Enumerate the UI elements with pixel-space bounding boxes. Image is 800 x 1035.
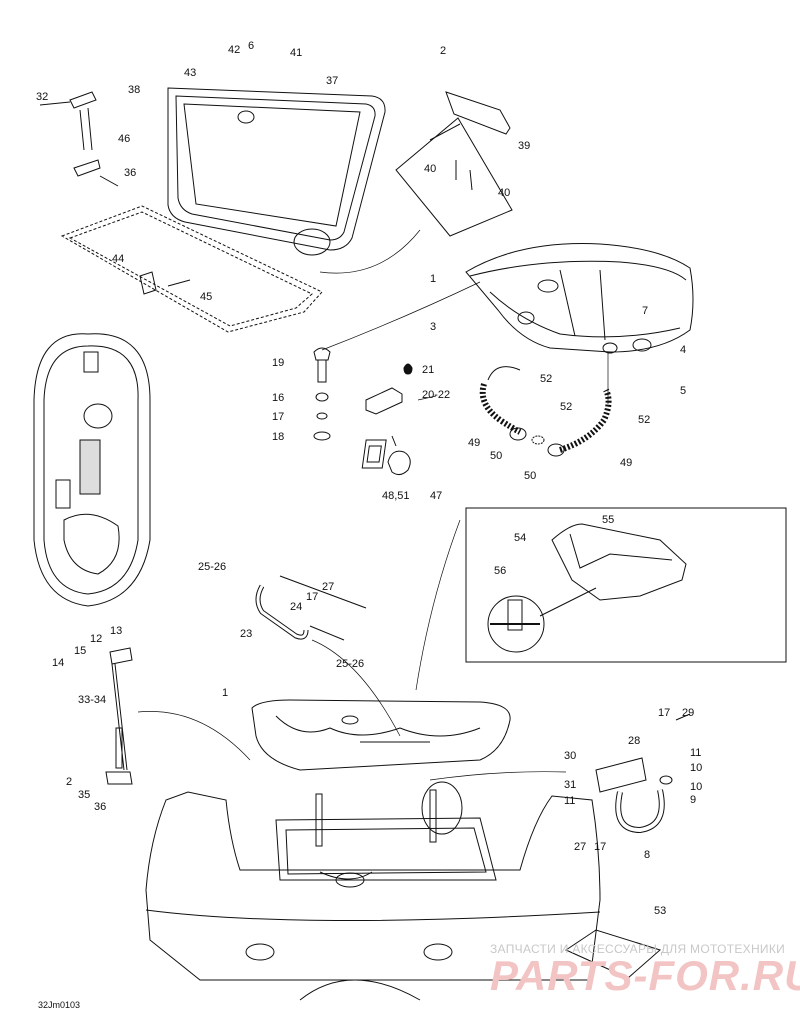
callout-44: 44 bbox=[112, 253, 124, 265]
callout-40-b: 40 bbox=[498, 187, 510, 199]
callout-9: 9 bbox=[690, 794, 696, 806]
watermark-logo: PARTS-FOR.RU bbox=[490, 952, 800, 999]
callout-3: 3 bbox=[430, 321, 436, 333]
gas-spring bbox=[105, 647, 133, 785]
callout-27-a: 27 bbox=[322, 581, 334, 593]
drawing-code: 32Jm0103 bbox=[38, 1000, 81, 1010]
callout-56: 56 bbox=[494, 565, 506, 577]
callout-10-a: 10 bbox=[690, 762, 702, 774]
callout-2: 2 bbox=[440, 45, 446, 57]
callout-17: 17 bbox=[272, 411, 284, 423]
callout-18: 18 bbox=[272, 431, 284, 443]
callout-labels: 42 6 41 43 37 38 32 46 36 2 39 40 40 44 … bbox=[36, 40, 702, 917]
callout-24: 24 bbox=[290, 601, 302, 613]
hull-top-view bbox=[33, 333, 151, 607]
foam-block bbox=[365, 387, 403, 415]
callout-48-51: 48,51 bbox=[382, 490, 410, 502]
callout-8: 8 bbox=[644, 849, 650, 861]
callout-1-bottom: 1 bbox=[222, 687, 228, 699]
callout-32: 32 bbox=[36, 91, 48, 103]
callout-47: 47 bbox=[430, 490, 442, 502]
callout-36: 36 bbox=[124, 167, 136, 179]
drain-plug-stack bbox=[313, 347, 331, 441]
storage-lid bbox=[167, 87, 386, 256]
callout-52-c: 52 bbox=[638, 414, 650, 426]
callout-43: 43 bbox=[184, 67, 196, 79]
callout-11-a: 11 bbox=[690, 747, 701, 759]
callout-35: 35 bbox=[78, 789, 90, 801]
callout-54: 54 bbox=[514, 532, 526, 544]
callout-28: 28 bbox=[628, 735, 640, 747]
callout-55: 55 bbox=[602, 514, 614, 526]
callout-15: 15 bbox=[74, 645, 86, 657]
callout-25-26-b: 25-26 bbox=[336, 658, 364, 670]
callout-45: 45 bbox=[200, 291, 212, 303]
callout-50-a: 50 bbox=[490, 450, 502, 462]
callout-38: 38 bbox=[128, 84, 140, 96]
callout-29: 29 bbox=[682, 707, 694, 719]
callout-17-d: 17 bbox=[594, 841, 606, 853]
adhesive-drop bbox=[403, 363, 413, 375]
callout-20-22: 20-22 bbox=[422, 389, 450, 401]
callout-11-b: 11 bbox=[564, 795, 575, 807]
callout-39: 39 bbox=[518, 140, 530, 152]
callout-4: 4 bbox=[680, 344, 686, 356]
callout-23: 23 bbox=[240, 628, 252, 640]
callout-37: 37 bbox=[326, 75, 338, 87]
callout-41: 41 bbox=[290, 47, 302, 59]
callout-17-b: 17 bbox=[306, 591, 318, 603]
callout-10-b: 10 bbox=[690, 781, 702, 793]
detail-box bbox=[465, 507, 787, 663]
callout-50-b: 50 bbox=[524, 470, 536, 482]
callout-53: 53 bbox=[654, 905, 666, 917]
callout-6: 6 bbox=[248, 40, 254, 52]
callout-40-a: 40 bbox=[424, 163, 436, 175]
callout-17-c: 17 bbox=[658, 707, 670, 719]
callout-19: 19 bbox=[272, 357, 284, 369]
callout-52-a: 52 bbox=[540, 373, 552, 385]
callout-30: 30 bbox=[564, 750, 576, 762]
hose-clamp bbox=[387, 435, 411, 476]
callout-21: 21 bbox=[422, 364, 434, 376]
callout-33-34: 33-34 bbox=[78, 694, 106, 706]
callout-27-b: 27 bbox=[574, 841, 586, 853]
callout-46: 46 bbox=[118, 133, 130, 145]
storage-bin bbox=[465, 243, 694, 354]
callout-16: 16 bbox=[272, 392, 284, 404]
callout-2-b: 2 bbox=[66, 776, 72, 788]
callout-7: 7 bbox=[642, 305, 648, 317]
rear-hull bbox=[145, 781, 601, 1001]
callout-14: 14 bbox=[52, 657, 64, 669]
tow-eye bbox=[595, 713, 691, 834]
callout-49-b: 49 bbox=[620, 457, 632, 469]
callout-31: 31 bbox=[564, 779, 576, 791]
callout-1-top: 1 bbox=[430, 273, 436, 285]
latch-bracket bbox=[395, 91, 513, 237]
grommet bbox=[361, 439, 387, 469]
hinge-assembly bbox=[39, 91, 119, 187]
callout-13: 13 bbox=[110, 625, 122, 637]
callout-52-b: 52 bbox=[560, 401, 572, 413]
grab-handle bbox=[255, 575, 367, 641]
callout-12: 12 bbox=[90, 633, 102, 645]
callout-36-b: 36 bbox=[94, 801, 106, 813]
callout-49-a: 49 bbox=[468, 437, 480, 449]
leader-lines bbox=[137, 229, 609, 781]
storage-seal bbox=[60, 205, 323, 333]
callout-25-26-a: 25-26 bbox=[198, 561, 226, 573]
callout-42: 42 bbox=[228, 44, 240, 56]
rear-tray bbox=[251, 699, 511, 771]
callout-5: 5 bbox=[680, 385, 686, 397]
watermark-subtitle: ЗАПЧАСТИ И АКСЕССУАРЫ ДЛЯ МОТОТЕХНИКИ bbox=[490, 942, 786, 956]
plate bbox=[564, 929, 662, 979]
